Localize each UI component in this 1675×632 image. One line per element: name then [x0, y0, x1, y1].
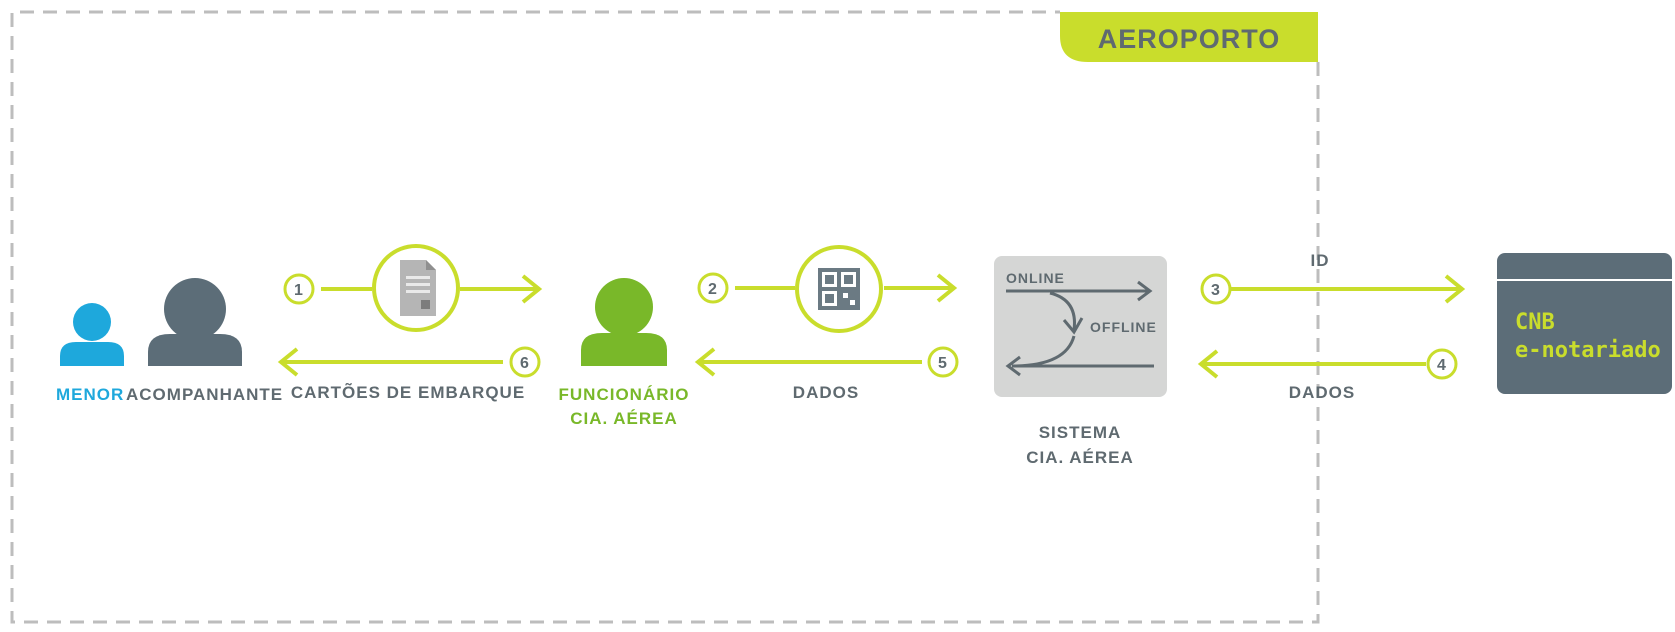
airline-system: ONLINE OFFLINE SISTEMA CIA. AÉREA	[994, 256, 1167, 467]
step-6-number: 6	[520, 355, 530, 372]
step-3-number: 3	[1211, 282, 1221, 299]
step-1-badge	[283, 273, 315, 305]
system-label-line1: SISTEMA	[1039, 423, 1122, 442]
employee-person-icon	[581, 278, 667, 366]
step-2-number: 2	[708, 281, 718, 298]
airport-zone-title: AEROPORTO	[1098, 24, 1281, 54]
minor-person-icon	[60, 303, 124, 366]
qr-code-icon	[818, 268, 860, 310]
companion-person-icon	[148, 278, 242, 366]
employee-label-line1: FUNCIONÁRIO	[559, 385, 690, 404]
return-curve-arrow	[1011, 335, 1154, 368]
step-4-badge	[1426, 348, 1458, 380]
companion-label: ACOMPANHANTE	[126, 385, 283, 404]
airport-zone: AEROPORTO	[10, 10, 1320, 624]
step-5-arrow: 5 DADOS	[694, 346, 959, 402]
step-4-number: 4	[1437, 357, 1447, 374]
step-2-badge	[697, 272, 729, 304]
qr-icon-circle	[795, 245, 883, 333]
step-6-arrow: 6 CARTÕES DE EMBARQUE	[277, 346, 541, 402]
airport-zone-border	[10, 10, 1320, 624]
step-3-label: ID	[1311, 251, 1330, 270]
cnb-subtitle: e-notariado	[1515, 338, 1661, 363]
minor-label: MENOR	[56, 385, 124, 404]
companion-actor: ACOMPANHANTE	[126, 278, 283, 404]
step-6-label: CARTÕES DE EMBARQUE	[291, 382, 525, 402]
step-5-badge	[927, 346, 959, 378]
step-5-number: 5	[938, 355, 948, 372]
step-4-arrow: 4 DADOS	[1197, 348, 1458, 402]
employee-actor: FUNCIONÁRIO CIA. AÉREA	[559, 278, 690, 428]
step-1-arrow: 1	[283, 273, 543, 305]
offline-curve-arrow	[1049, 291, 1076, 331]
document-icon-circle	[372, 244, 460, 332]
cnb-title: CNB	[1515, 310, 1555, 335]
cnb-box: CNB e-notariado	[1497, 253, 1672, 394]
cnb-panel	[1497, 253, 1672, 394]
airport-zone-tab	[1060, 12, 1318, 62]
step-3-badge	[1200, 273, 1232, 305]
minor-actor: MENOR	[56, 303, 124, 404]
step-4-label: DADOS	[1289, 383, 1355, 402]
system-offline-label: OFFLINE	[1090, 319, 1157, 335]
system-label-line2: CIA. AÉREA	[1026, 448, 1134, 467]
employee-label-line2: CIA. AÉREA	[570, 409, 678, 428]
step-3-arrow: 3 ID	[1200, 251, 1466, 305]
step-5-label: DADOS	[793, 383, 859, 402]
step-1-number: 1	[294, 282, 304, 299]
boarding-pass-document-icon	[400, 260, 436, 316]
step-6-badge	[509, 346, 541, 378]
system-online-label: ONLINE	[1006, 270, 1065, 286]
step-2-arrow: 2	[697, 272, 958, 304]
